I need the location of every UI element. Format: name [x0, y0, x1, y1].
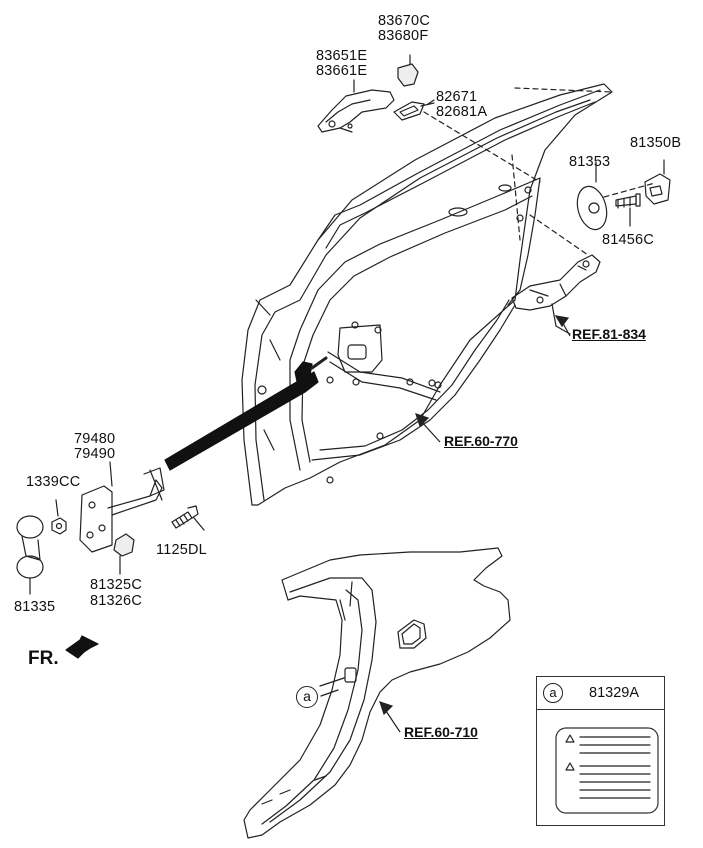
- label-striker-screw: 81456C: [602, 232, 654, 248]
- wiring-harness: [164, 371, 319, 471]
- label-cap-1: 81325C: [90, 577, 142, 593]
- door-checker: [79, 467, 165, 553]
- legend-box: a 81329A: [536, 676, 665, 826]
- striker-plate: [576, 185, 608, 231]
- nut: [51, 499, 67, 535]
- handle-gasket: [393, 101, 425, 121]
- label-handle-gasket-1: 82671: [436, 89, 478, 105]
- rubber-bumper: [16, 515, 44, 595]
- label-checker-1: 79480: [74, 431, 116, 447]
- label-handle-cover-2: 83680F: [378, 28, 429, 44]
- label-nut: 1339CC: [26, 474, 81, 490]
- ref-door-panel[interactable]: REF.60-770: [444, 433, 518, 449]
- striker-screw: [615, 193, 641, 227]
- label-cap-2: 81326C: [90, 593, 142, 609]
- label-striker-plate: 81353: [569, 154, 611, 170]
- label-bolt: 1125DL: [156, 542, 207, 558]
- label-outside-handle-1: 83651E: [316, 48, 368, 64]
- legend-callout: a: [543, 683, 563, 703]
- legend-header: a 81329A: [537, 677, 664, 710]
- handle-cover: [397, 63, 419, 87]
- label-handle-gasket-2: 82681A: [436, 104, 488, 120]
- label-bumper: 81335: [14, 599, 56, 615]
- direction-indicator: FR.: [28, 648, 59, 669]
- door-latch: [511, 254, 601, 335]
- fr-arrow: [65, 635, 99, 659]
- striker: [644, 159, 671, 205]
- label-outside-handle-2: 83661E: [316, 63, 368, 79]
- legend-part-number: 81329A: [589, 685, 639, 701]
- cap: [113, 533, 135, 575]
- ref-latch[interactable]: REF.81-834: [572, 326, 646, 342]
- label-striker: 81350B: [630, 135, 682, 151]
- label-checker-2: 79490: [74, 446, 116, 462]
- ref-side-panel[interactable]: REF.60-710: [404, 724, 478, 740]
- callout-a: a: [296, 686, 318, 708]
- bolt: [171, 505, 205, 531]
- label-handle-cover-1: 83670C: [378, 13, 430, 29]
- quarter-side-panel: [243, 547, 511, 839]
- outside-handle: [317, 89, 395, 133]
